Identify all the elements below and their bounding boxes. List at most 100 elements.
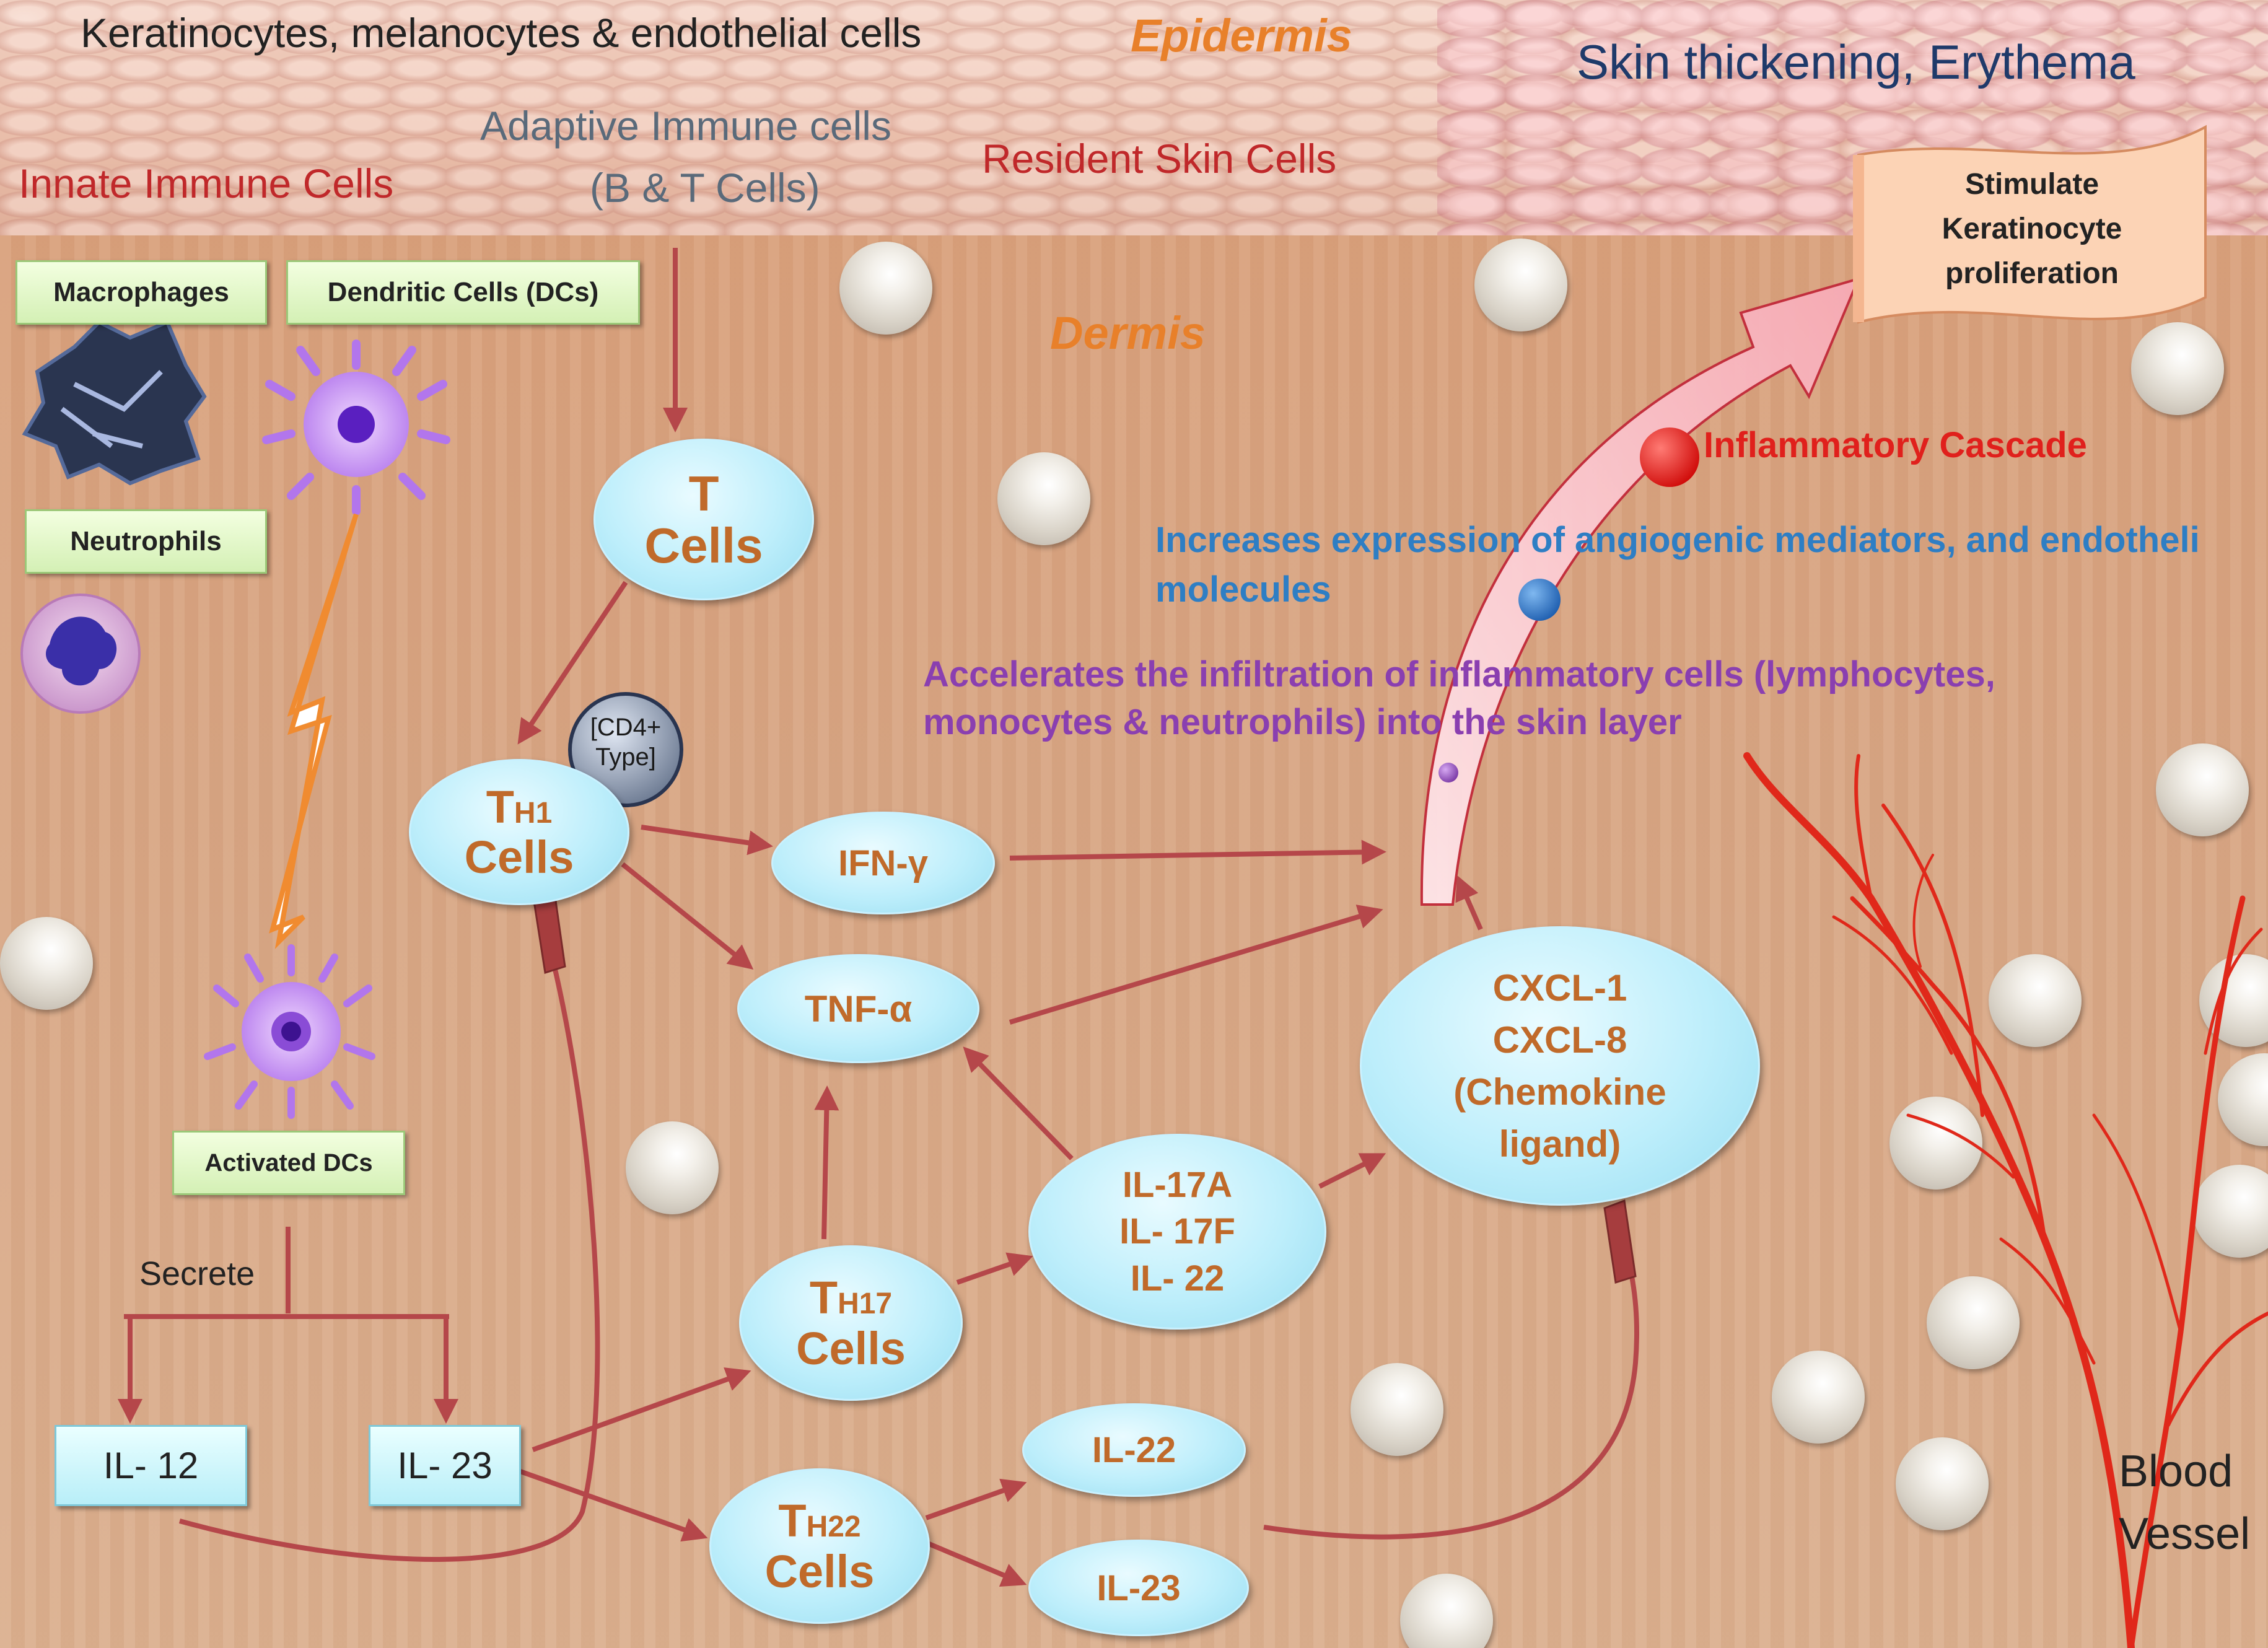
arrow-th1-to-tnf [621, 862, 754, 970]
secrete-bracket [124, 1227, 449, 1419]
il22-output-oval: IL-22 [1022, 1403, 1246, 1497]
arrow-il23-to-cxcl [1263, 1231, 1639, 1540]
resident-skin-label: Resident Skin Cells [982, 136, 1337, 182]
stimulate-line3: proliferation [1945, 257, 2119, 290]
th17-sub: H17 [838, 1287, 893, 1321]
th17-main: T [809, 1272, 838, 1324]
il23-output-oval: IL-23 [1028, 1540, 1249, 1636]
arrow-th17-to-tnf [814, 1085, 839, 1240]
neutrophils-box: Neutrophils [25, 509, 267, 574]
pearl-decoration [2131, 322, 2224, 415]
blood-vessel-line2: Vessel [2119, 1509, 2251, 1559]
angiogenic-blue-marker [1518, 579, 1561, 621]
pearl-decoration [1400, 1574, 1493, 1648]
arrow-cxcl-to-cascade [1455, 875, 1483, 931]
il17f-text: IL- 17F [1119, 1211, 1235, 1252]
th17-title: TH17 [810, 1273, 892, 1323]
th22-cells-oval: TH22 Cells [709, 1468, 930, 1624]
t-cells-line1: T [688, 465, 719, 521]
pearl-decoration [1351, 1363, 1443, 1456]
infiltration-text-line2: monocytes & neutrophils) into the skin l… [923, 702, 1682, 742]
epidermis-cells-label: Keratinocytes, melanocytes & endothelial… [81, 10, 922, 56]
il22-text: IL- 22 [1130, 1258, 1225, 1299]
neutrophil-graphic [20, 594, 141, 714]
activated-dcs-box: Activated DCs [172, 1131, 405, 1195]
arrow-th1-to-ifn [641, 825, 773, 856]
blood-vessel-line1: Blood [2119, 1447, 2233, 1496]
skin-effect-label: Skin thickening, Erythema [1577, 35, 2135, 89]
arrow-tnf-to-cascade [1009, 905, 1383, 1025]
arrow-tcells-to-th1 [517, 581, 628, 745]
pearl-decoration [2156, 743, 2249, 836]
th22-main: T [778, 1495, 807, 1547]
th22-title: TH22 [778, 1496, 860, 1546]
cxcl-chemokine-oval: CXCL-1 CXCL-8 (Chemokine ligand) [1360, 926, 1760, 1206]
angiogenic-text-line1: Increases expression of angiogenic media… [1155, 520, 2200, 560]
pearl-decoration [1474, 239, 1567, 331]
cd4-badge-shape [568, 692, 683, 807]
epidermis-layer-label: Epidermis [1131, 10, 1352, 61]
lightning-bolt-graphic [269, 513, 359, 949]
pearl-decoration [626, 1121, 719, 1214]
chemokine-text: (Chemokine [1453, 1071, 1666, 1113]
arrow-th22-to-il23 [925, 1540, 1027, 1587]
il12-box: IL- 12 [55, 1425, 247, 1506]
th17-line2: Cells [796, 1322, 906, 1374]
arrow-il12-to-th1 [178, 928, 600, 1562]
dendritic-cell-graphic [262, 340, 450, 515]
pearl-decoration [1772, 1351, 1865, 1444]
angiogenic-text-line2: molecules [1155, 569, 1331, 610]
stimulate-box-text: Stimulate Keratinocyte proliferation [1877, 162, 2187, 296]
ligand-text: ligand) [1499, 1123, 1621, 1165]
cxcl8-text: CXCL-8 [1492, 1019, 1627, 1061]
pearl-decoration [0, 917, 93, 1010]
th1-sub: H1 [514, 796, 553, 830]
arrow-th22-to-il22 [925, 1478, 1027, 1520]
t-cells-line2: Cells [644, 517, 763, 573]
ifn-gamma-oval: IFN-γ [771, 812, 995, 914]
blood-vessel-label: Blood Vessel [2119, 1440, 2250, 1566]
adaptive-immune-sub-label: (B & T Cells) [590, 165, 820, 211]
stimulate-scroll-shape [1853, 125, 2207, 324]
pearl-decoration [1896, 1437, 1989, 1530]
blood-vessel-graphic [1743, 752, 2268, 1648]
th17-cells-oval: TH17 Cells [739, 1245, 963, 1401]
stimulate-line1: Stimulate [1964, 168, 2099, 201]
adaptive-immune-label: Adaptive Immune cells [480, 103, 891, 149]
arrow-ifn-to-cascade [1009, 839, 1386, 865]
pearl-decoration [2193, 1165, 2268, 1258]
cascade-red-marker [1640, 427, 1699, 487]
secrete-label: Secrete [139, 1255, 255, 1292]
arrow-th17-to-il17 [956, 1252, 1033, 1285]
th22-line2: Cells [764, 1545, 875, 1597]
dermis-layer-label: Dermis [1050, 307, 1206, 359]
pearl-decoration [1927, 1276, 2020, 1369]
pearl-decoration [839, 242, 932, 335]
arrow-il17-to-tnf [963, 1046, 1074, 1160]
arrow-il23-to-th17 [532, 1367, 751, 1452]
pearl-decoration [1989, 954, 2082, 1047]
th22-sub: H22 [806, 1510, 861, 1544]
tnf-alpha-oval: TNF-α [737, 954, 979, 1063]
th1-line2: Cells [464, 831, 574, 883]
cd4-badge-line2: Type] [595, 743, 656, 771]
stimulate-line2: Keratinocyte [1942, 213, 2122, 245]
infiltration-text-line1: Accelerates the infiltration of inflamma… [923, 654, 1995, 695]
il17a-text: IL-17A [1122, 1164, 1233, 1205]
th1-title: TH1 [486, 781, 553, 833]
il17-oval: IL-17A IL- 17F IL- 22 [1028, 1134, 1326, 1330]
macrophages-box: Macrophages [15, 260, 267, 325]
t-cells-oval: T Cells [593, 439, 814, 600]
dendritic-cells-box: Dendritic Cells (DCs) [286, 260, 640, 325]
cxcl1-text: CXCL-1 [1492, 966, 1627, 1009]
cd4-badge-text: [CD4+ Type] [570, 712, 681, 772]
il23-box: IL- 23 [369, 1425, 521, 1506]
macrophage-graphic [22, 320, 207, 486]
th1-main: T [486, 781, 514, 833]
cd4-badge-line1: [CD4+ [590, 714, 662, 741]
infiltration-purple-marker [1438, 763, 1458, 782]
pearl-decoration [1889, 1097, 1982, 1190]
pearl-decoration [997, 452, 1090, 545]
